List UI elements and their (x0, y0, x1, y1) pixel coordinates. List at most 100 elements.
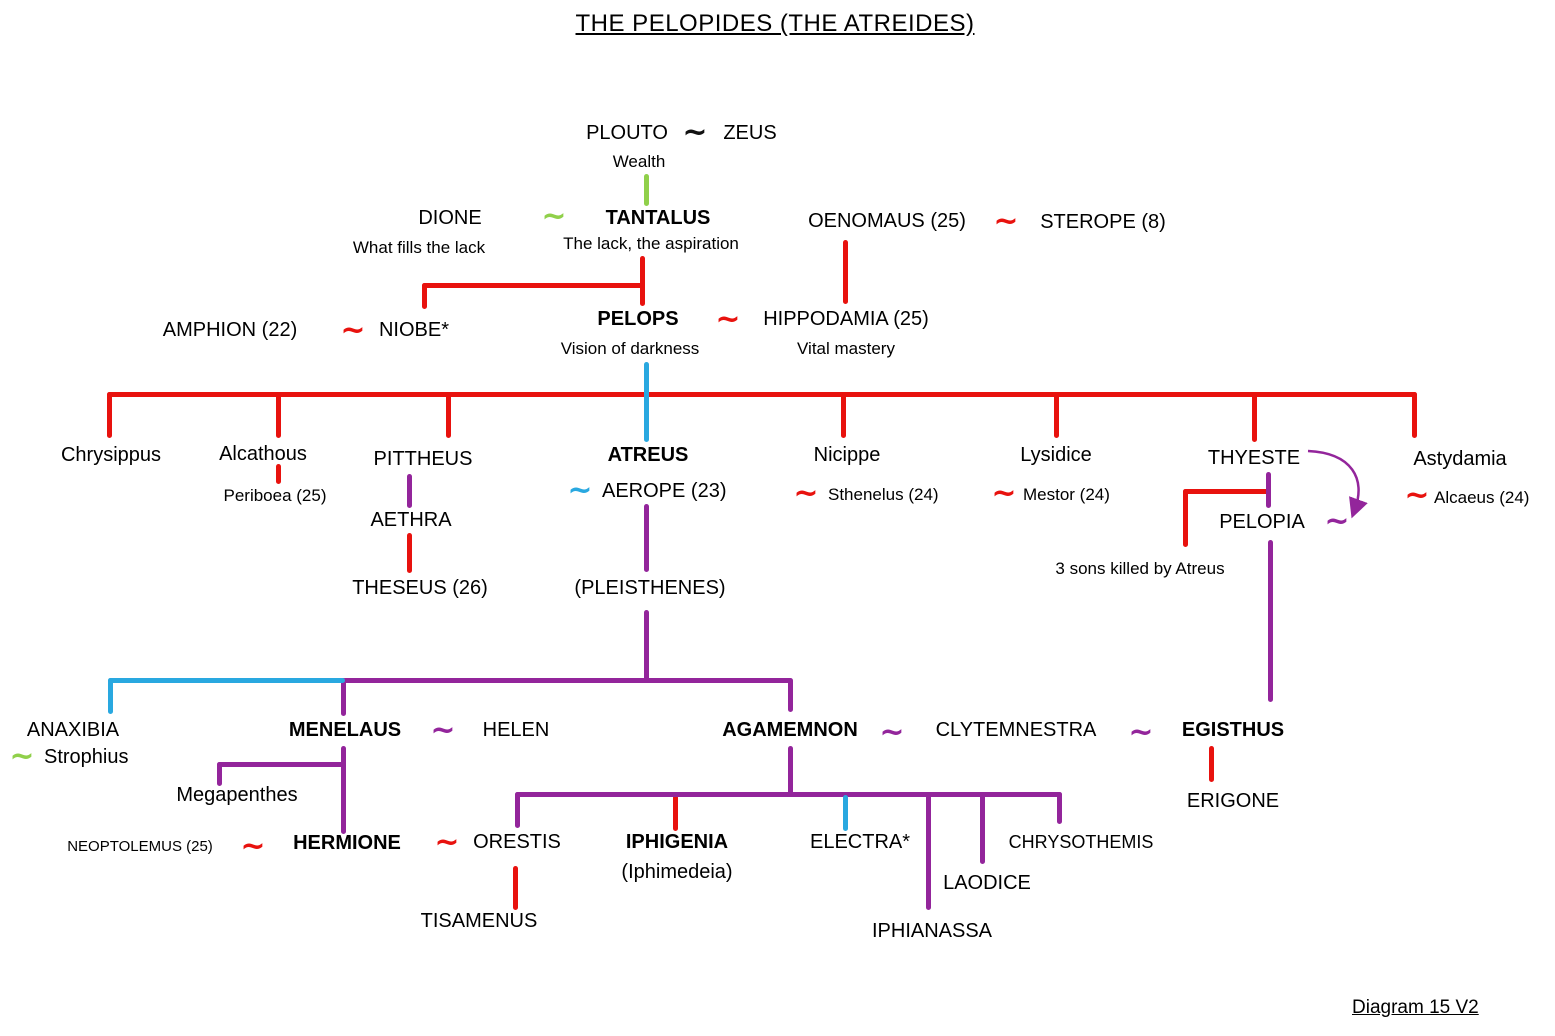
person-tisamenus: TISAMENUS (420, 910, 538, 932)
descent-line-aerope-pleisthenes (644, 504, 649, 572)
descent-line-zeus-tantalus (644, 174, 649, 206)
descent-line-menelaus-hermione (341, 746, 346, 834)
page-title: THE PELOPIDES (THE ATREIDES) (575, 10, 975, 37)
person-laodice: LAODICE (943, 872, 1031, 894)
person-iphigenia: IPHIGENIA (625, 831, 729, 853)
descent-line-orestis-tisamenus (513, 866, 518, 910)
union-tilde-pelopia-thyeste: ~ (1324, 504, 1350, 539)
person-iphianassa: IPHIANASSA (871, 920, 993, 942)
descent-line-to-electra (843, 795, 848, 831)
person-aerope: AEROPE (23) (602, 480, 727, 502)
person-aethra: AETHRA (370, 509, 452, 531)
subtitle-dione: What fills the lack (352, 238, 486, 257)
descent-line-pleisthenes-children (644, 610, 649, 682)
union-tilde-dione-tantalus: ~ (541, 199, 567, 234)
union-tilde-hermione-orestis: ~ (434, 825, 460, 860)
person-sterope: STEROPE (8) (1040, 211, 1166, 233)
union-tilde-plouto-zeus: ~ (682, 115, 708, 150)
person-pelopia: PELOPIA (1219, 511, 1305, 533)
descent-line-to-menelaus (341, 678, 346, 716)
descent-line-to-laodice (980, 792, 985, 864)
person-tantalus: TANTALUS (605, 207, 711, 229)
sibling-line-pelops-children (107, 392, 1417, 397)
sibling-line-atreus-children-left (108, 678, 345, 683)
descent-line-to-lysidice (1054, 392, 1059, 438)
union-tilde-atreus-aerope: ~ (567, 473, 593, 508)
descent-line-to-agamemnon (788, 678, 793, 712)
descent-line-to-iphigenia (673, 795, 678, 831)
union-tilde-nicippe-sthenelus: ~ (793, 476, 819, 511)
descent-line-agamemnon-children (788, 746, 793, 796)
union-tilde-clytemnestra-egisthus: ~ (1128, 715, 1154, 750)
descent-line-to-orestis (515, 792, 520, 828)
person-mestor: Mestor (24) (1023, 485, 1110, 504)
subtitle-plouto: Wealth (612, 152, 666, 171)
person-agamemnon: AGAMEMNON (722, 719, 858, 741)
person-thyeste: THYESTE (1207, 447, 1301, 469)
person-hippodamia: HIPPODAMIA (25) (763, 308, 929, 330)
person-niobe: NIOBE* (378, 319, 450, 341)
descent-line-pelopia-egisthus (1268, 540, 1273, 702)
union-tilde-astydamia-alcaeus: ~ (1404, 478, 1430, 513)
person-orestis: ORESTIS (473, 831, 561, 853)
descent-line-to-niobe (422, 283, 427, 309)
person-dione: DIONE (418, 207, 482, 229)
person-helen: HELEN (482, 719, 550, 741)
diagram-version-label: Diagram 15 V2 (1352, 997, 1479, 1018)
descent-line-to-astydamia (1412, 392, 1417, 438)
person-amphion: AMPHION (22) (162, 319, 298, 341)
sibling-line-niobe-pelops (422, 283, 644, 288)
person-astydamia: Astydamia (1413, 448, 1507, 470)
union-tilde-menelaus-helen: ~ (430, 713, 456, 748)
person-sthenelus: Sthenelus (24) (828, 485, 939, 504)
person-strophius: Strophius (44, 746, 129, 768)
union-tilde-neoptolemus-hermione: ~ (240, 829, 266, 864)
descent-line-pittheus-aethra (407, 474, 412, 508)
union-tilde-anaxibia-strophius: ~ (9, 739, 35, 774)
sibling-line-agamemnon-children (515, 792, 1062, 797)
person-alcathous: Alcathous (219, 443, 307, 465)
person-periboea: Periboea (25) (223, 486, 327, 505)
person-chrysothemis: CHRYSOTHEMIS (1008, 832, 1154, 852)
subtitle-tantalus: The lack, the aspiration (563, 234, 739, 253)
person-plouto: PLOUTO (586, 122, 668, 144)
thyeste-pelopia-arrow-icon (1307, 449, 1368, 519)
person-megapenthes: Megapenthes (176, 784, 298, 806)
person-egisthus: EGISTHUS (1181, 719, 1285, 741)
person-erigone: ERIGONE (1186, 790, 1280, 812)
person-alcaeus: Alcaeus (24) (1434, 488, 1530, 507)
person-pleisthenes: (PLEISTHENES) (574, 577, 726, 599)
person-chrysippus: Chrysippus (60, 444, 162, 466)
descent-line-to-pittheus (446, 392, 451, 438)
line-three-sons-vertical (1183, 489, 1188, 547)
person-electra: ELECTRA* (809, 831, 911, 853)
descent-line-to-megapenthes (217, 762, 222, 786)
descent-line-to-nicippe (841, 392, 846, 438)
descent-line-pelops-atreus (644, 362, 649, 442)
subtitle-pelops: Vision of darkness (560, 339, 700, 358)
person-atreus: ATREUS (607, 444, 689, 466)
person-anaxibia: ANAXIBIA (26, 719, 120, 741)
person-zeus: ZEUS (723, 122, 777, 144)
descent-line-to-anaxibia (108, 678, 113, 714)
sibling-line-menelaus-children (217, 762, 346, 767)
person-lysidice: Lysidice (1020, 444, 1092, 466)
person-hermione: HERMIONE (293, 832, 401, 854)
union-tilde-agamemnon-clytemnestra: ~ (879, 715, 905, 750)
descent-line-thyeste-pelopia (1266, 472, 1271, 508)
person-clytemnestra: CLYTEMNESTRA (935, 719, 1097, 741)
descent-line-to-chrysippus (107, 392, 112, 438)
descent-line-tantalus-pelops (640, 256, 645, 306)
person-neoptolemus: NEOPTOLEMUS (25) (67, 838, 213, 855)
union-tilde-amphion-niobe: ~ (340, 313, 366, 348)
descent-line-to-alcathous (276, 392, 281, 438)
person-pelops: PELOPS (597, 308, 679, 330)
subtitle-iphigenia: (Iphimedeia) (621, 861, 733, 883)
union-tilde-pelops-hippodamia: ~ (715, 302, 741, 337)
descent-line-egisthus-erigone (1209, 746, 1214, 782)
descent-line-to-chrysothemis (1057, 792, 1062, 824)
descent-line-alcathous-periboea (276, 464, 281, 484)
person-oenomaus: OENOMAUS (25) (808, 210, 966, 232)
person-pittheus: PITTHEUS (373, 448, 473, 470)
